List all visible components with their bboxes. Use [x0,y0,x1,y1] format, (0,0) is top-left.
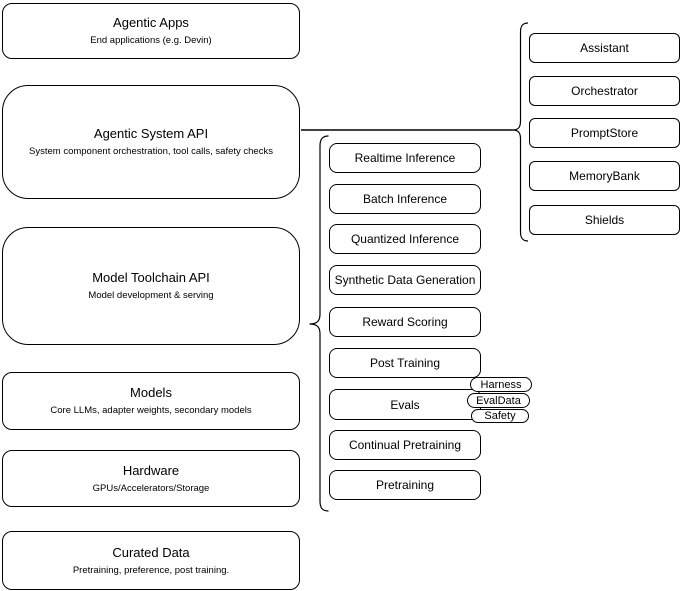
node-models: Models Core LLMs, adapter weights, secon… [2,372,300,430]
middle-group-bracket [309,135,329,512]
node-subtitle: GPUs/Accelerators/Storage [92,482,210,494]
node-pretraining: Pretraining [329,470,481,500]
node-title: Agentic System API [93,126,209,141]
pill-harness: Harness [470,377,532,392]
node-synthetic-data-generation: Synthetic Data Generation [329,265,481,295]
node-orchestrator: Orchestrator [529,76,680,106]
node-title: Agentic Apps [113,15,189,30]
node-batch-inference: Batch Inference [329,184,481,214]
node-title: Hardware [122,462,180,478]
node-continual-pretraining: Continual Pretraining [329,430,481,460]
node-title: Curated Data [112,544,190,560]
node-curated-data: Curated Data Pretraining, preference, po… [2,531,300,590]
node-promptstore: PromptStore [529,118,680,148]
node-realtime-inference: Realtime Inference [329,143,481,173]
node-subtitle: Pretraining, preference, post training. [72,564,230,576]
node-agentic-system-api: Agentic System API System component orch… [2,85,300,199]
right-group-bracket [512,22,529,242]
node-title: Model Toolchain API [92,270,210,285]
node-evals: Evals [329,389,481,420]
node-agentic-apps: Agentic Apps End applications (e.g. Devi… [2,3,300,59]
node-subtitle: Model development & serving [88,290,214,301]
node-shields: Shields [529,205,680,235]
node-hardware: Hardware GPUs/Accelerators/Storage [2,450,300,507]
node-subtitle: End applications (e.g. Devin) [90,35,212,46]
node-model-toolchain-api: Model Toolchain API Model development & … [2,227,300,345]
node-assistant: Assistant [529,33,680,63]
node-subtitle: System component orchestration, tool cal… [29,146,273,157]
node-title: Models [130,385,172,400]
node-post-training: Post Training [329,348,481,378]
pill-evaldata: EvalData [467,393,530,408]
pill-safety: Safety [471,409,529,423]
node-subtitle: Core LLMs, adapter weights, secondary mo… [50,405,252,416]
node-reward-scoring: Reward Scoring [329,307,481,337]
node-memorybank: MemoryBank [529,161,680,191]
node-quantized-inference: Quantized Inference [329,224,481,254]
